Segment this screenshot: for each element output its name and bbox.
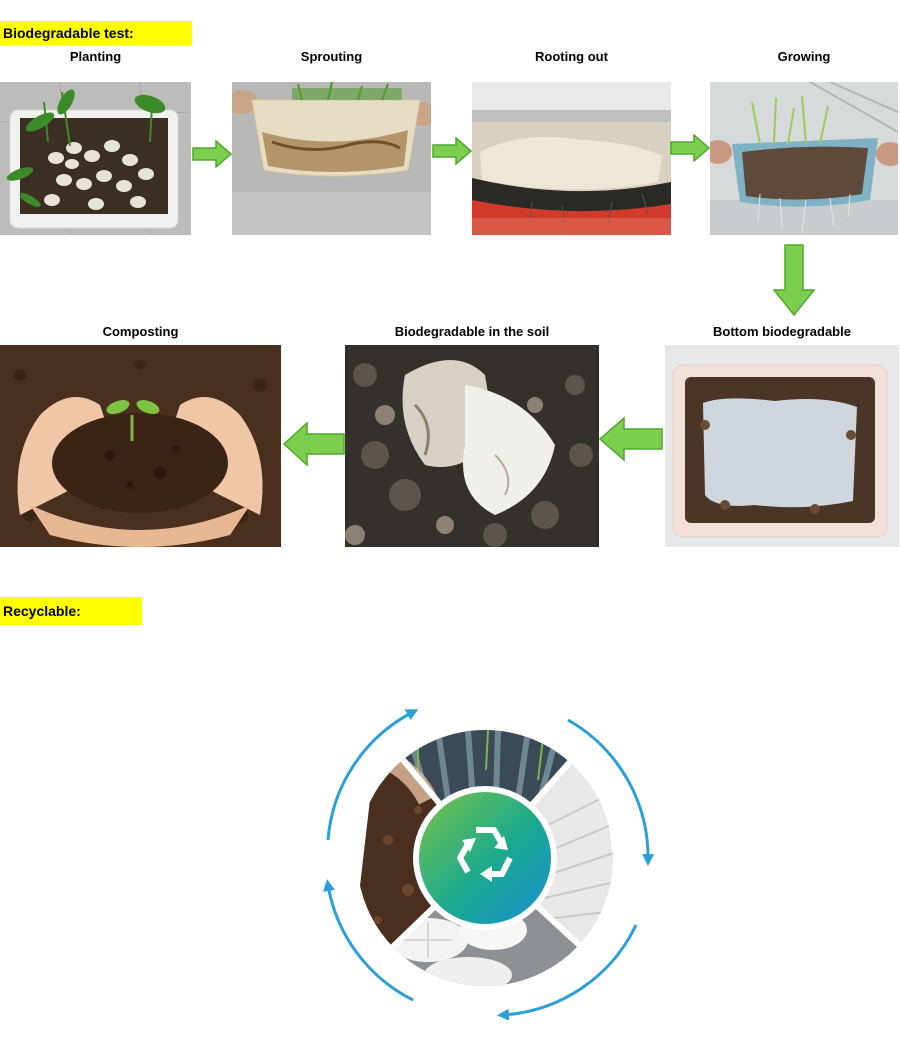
photo-rooting-out (472, 82, 671, 235)
photo-growing (710, 82, 898, 235)
biodegradable-heading: Biodegradable test: (0, 21, 192, 45)
step-caption-bottom-biodegradable: Bottom biodegradable (713, 324, 851, 339)
photo-biodegradable-in-soil (345, 345, 599, 547)
step-caption-sprouting: Sprouting (300, 49, 363, 64)
photo-composting (0, 345, 281, 547)
photo-planting (0, 82, 191, 235)
step-caption-rooting-out: Rooting out (535, 49, 608, 64)
photo-bottom-biodegradable (665, 345, 899, 547)
recycling-cycle-diagram (318, 690, 658, 1020)
flow-arrow-left-2 (599, 416, 663, 462)
step-caption-biodegradable-in-soil: Biodegradable in the soil (394, 324, 550, 339)
recycle-icon (457, 827, 513, 882)
step-caption-planting: Planting (69, 49, 122, 64)
step-caption-growing: Growing (777, 49, 831, 64)
recyclable-heading: Recyclable: (0, 597, 142, 625)
flow-arrow-right-1 (192, 140, 232, 168)
step-caption-composting: Composting (102, 324, 179, 339)
flow-arrow-down (773, 244, 815, 316)
photo-sprouting (232, 82, 431, 235)
flow-arrow-left-1 (283, 421, 345, 467)
flow-arrow-right-2 (432, 137, 472, 165)
flow-arrow-right-3 (670, 134, 710, 162)
